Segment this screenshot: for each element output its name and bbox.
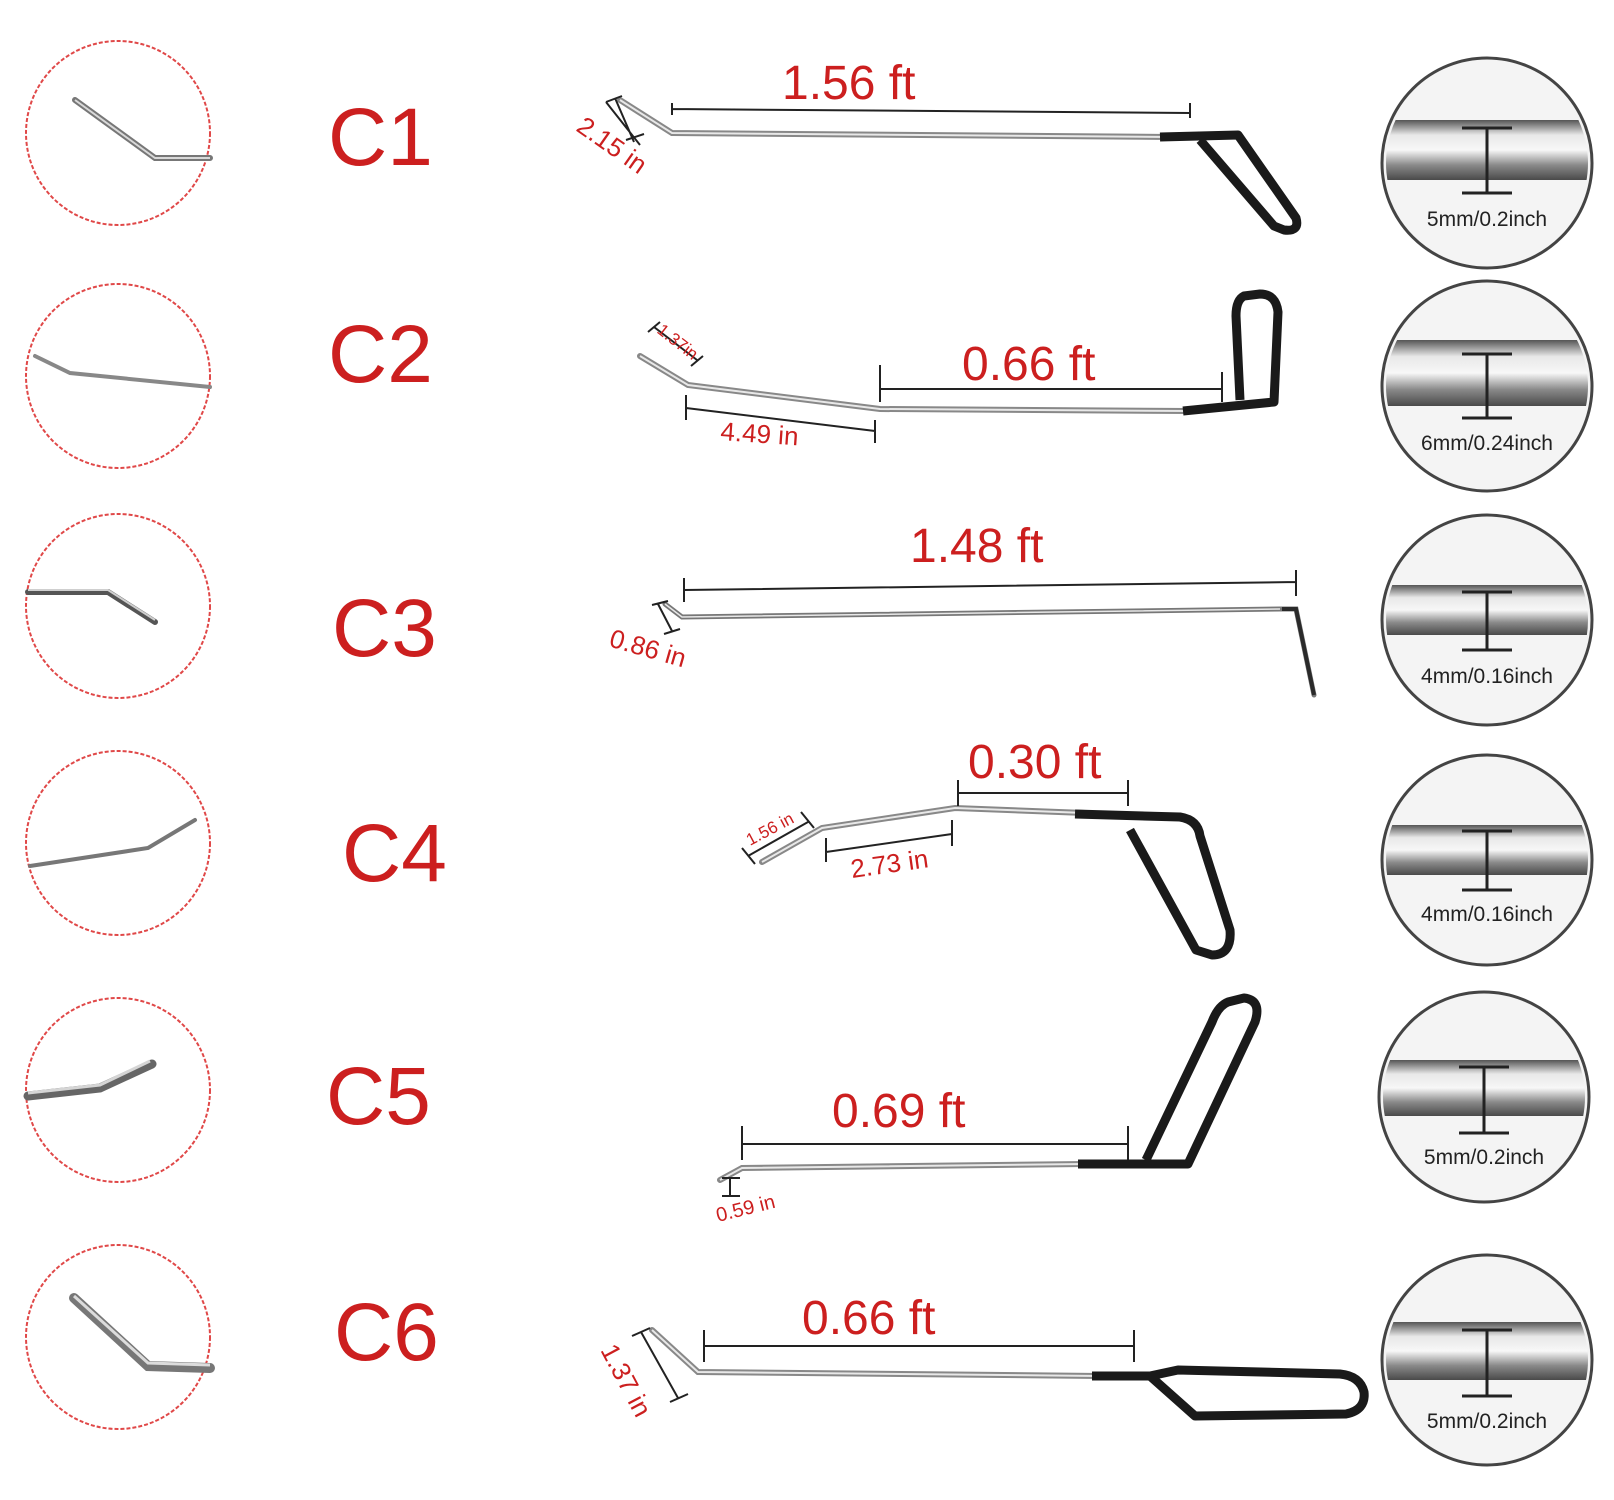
length-label: 1.56 ft xyxy=(782,57,915,110)
tip-closeup-c5 xyxy=(23,997,211,1183)
code-label: C1 xyxy=(328,92,433,183)
code-label: C6 xyxy=(334,1287,439,1378)
tip-closeup-c4 xyxy=(25,750,211,936)
code-label: C4 xyxy=(342,808,447,899)
rod-c1 xyxy=(605,95,1302,235)
length-label: 0.69 ft xyxy=(832,1085,965,1138)
dim-line xyxy=(671,103,1191,118)
row-c5: C5 0.69 ft 0.59 in 5mm/0.2inch xyxy=(23,990,1591,1227)
rod-c6 xyxy=(631,1327,1369,1421)
code-label: C3 xyxy=(332,583,437,674)
tip-label: 2.15 in xyxy=(572,110,653,179)
tip-closeup-c3 xyxy=(25,513,211,699)
diameter-label: 5mm/0.2inch xyxy=(1424,1146,1544,1169)
tip-closeup-c2 xyxy=(25,283,212,469)
rod-c4 xyxy=(741,780,1235,960)
tip-label: 1.37 in xyxy=(595,1339,658,1422)
diameter-badge-c4: 4mm/0.16inch xyxy=(1380,753,1594,967)
rod-c3 xyxy=(651,570,1317,698)
row-c2: C2 0.66 ft 4.49 in 1.37in 6mm/0.24inch xyxy=(25,279,1594,493)
diameter-badge-c1: 5mm/0.2inch xyxy=(1380,56,1594,270)
row-c6: C6 0.66 ft 1.37 in 5mm/0.2inch xyxy=(25,1244,1594,1467)
code-label: C2 xyxy=(328,309,433,400)
diameter-label: 5mm/0.2inch xyxy=(1427,208,1547,231)
diameter-label: 4mm/0.16inch xyxy=(1421,665,1553,688)
diameter-label: 4mm/0.16inch xyxy=(1421,903,1553,926)
rod-c2 xyxy=(637,289,1283,443)
length-label: 0.66 ft xyxy=(802,1292,935,1345)
diameter-badge-c2: 6mm/0.24inch xyxy=(1380,279,1594,493)
dim-line xyxy=(879,365,1223,402)
length-label: 0.30 ft xyxy=(968,736,1101,789)
row-c4: C4 0.30 ft 2.73 in 1.56 in 4mm/0.16inch xyxy=(25,736,1594,967)
rod-c5 xyxy=(717,993,1262,1197)
diameter-badge-c3: 4mm/0.16inch xyxy=(1380,513,1594,727)
diameter-badge-c5: 5mm/0.2inch xyxy=(1377,990,1591,1204)
row-c3: C3 1.48 ft 0.86 in 4mm/0.16inch xyxy=(25,513,1594,727)
diameter-label: 6mm/0.24inch xyxy=(1421,432,1553,455)
tip-label: 1.37in xyxy=(654,320,702,363)
row-c1: C1 1.56 ft 2.15 in 5mm/0.2inch xyxy=(25,40,1594,270)
diameter-label: 5mm/0.2inch xyxy=(1427,1410,1547,1433)
dim-line xyxy=(683,570,1297,602)
mid-label: 2.73 in xyxy=(849,843,930,884)
dim-line xyxy=(703,1330,1135,1362)
tip-closeup-c6 xyxy=(25,1244,215,1430)
dim-line xyxy=(741,1126,1129,1160)
tip-closeup-c1 xyxy=(25,40,213,226)
mid-label: 4.49 in xyxy=(720,416,800,451)
diameter-badge-c6: 5mm/0.2inch xyxy=(1380,1253,1594,1467)
dim-line xyxy=(957,780,1129,806)
code-label: C5 xyxy=(326,1051,431,1142)
length-label: 1.48 ft xyxy=(910,520,1043,573)
length-label: 0.66 ft xyxy=(962,338,1095,391)
